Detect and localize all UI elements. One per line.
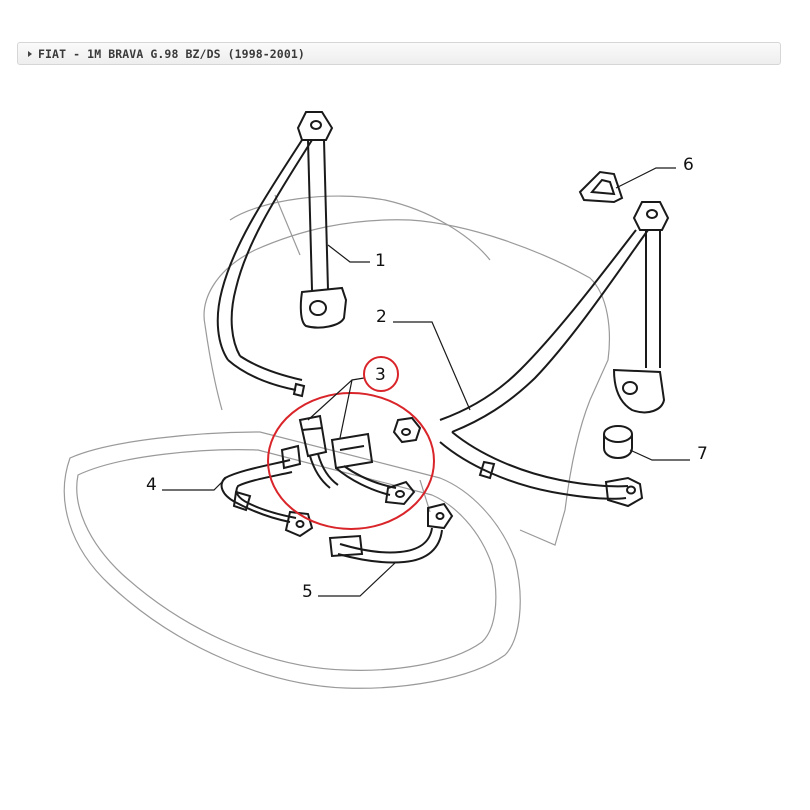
part-3-center-buckle[interactable] (280, 414, 416, 506)
breadcrumb-title: FIAT - 1M BRAVA G.98 BZ/DS (1998-2001) (38, 46, 305, 61)
callout-2[interactable]: 2 (376, 307, 387, 327)
part-6-trim-cap[interactable] (578, 170, 624, 204)
callout-3-ring (363, 356, 399, 392)
callout-3[interactable]: 3 (375, 365, 386, 385)
part-7-bushing[interactable] (603, 425, 633, 460)
callout-7[interactable]: 7 (697, 444, 708, 464)
rear-seat-outline (63, 194, 610, 689)
callout-6[interactable]: 6 (683, 155, 694, 175)
leader-lines (162, 167, 690, 597)
callout-5[interactable]: 5 (302, 582, 313, 602)
part-1-shoulder-belt-left[interactable] (216, 111, 348, 398)
callout-1[interactable]: 1 (375, 251, 386, 271)
callout-4[interactable]: 4 (146, 475, 157, 495)
highlight-circle (267, 392, 435, 530)
part-4-lap-belt-left[interactable] (220, 459, 314, 538)
triangle-right-icon (28, 50, 32, 57)
part-2-shoulder-belt-right[interactable] (392, 201, 670, 508)
part-5-lap-belt-center[interactable] (328, 502, 454, 564)
breadcrumb[interactable]: FIAT - 1M BRAVA G.98 BZ/DS (1998-2001) (17, 42, 781, 65)
